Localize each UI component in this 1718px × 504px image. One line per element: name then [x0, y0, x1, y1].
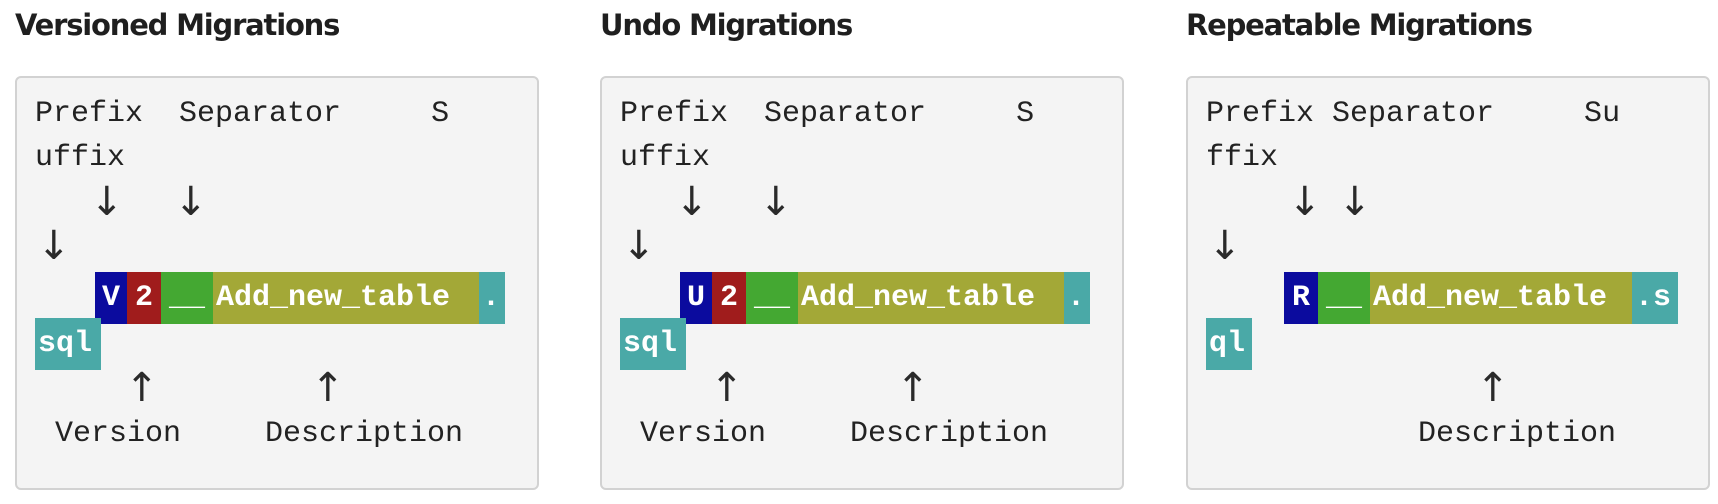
- diagram-card: Prefix Separator S uffix ↓ ↓ ↓ U 2 __ Ad…: [600, 76, 1124, 490]
- version-segment: 2: [712, 272, 746, 324]
- suffix-segment: .: [1064, 272, 1090, 324]
- panel-title: Versioned Migrations: [15, 8, 340, 42]
- prefix-segment: R: [1284, 272, 1318, 324]
- version-label: Version: [55, 417, 182, 451]
- suffix-segment: .s: [1632, 272, 1678, 324]
- panel-title: Undo Migrations: [600, 8, 853, 42]
- suffix-segment-wrap: ql: [1206, 318, 1252, 370]
- separator-segment: __: [1318, 272, 1370, 324]
- down-arrow-icon: ↓: [759, 179, 793, 225]
- version-label: Version: [640, 417, 767, 451]
- down-arrow-icon: ↓: [37, 223, 71, 269]
- down-arrow-icon: ↓: [1208, 223, 1242, 269]
- suffix-segment-wrap: sql: [35, 318, 101, 370]
- down-arrow-icon: ↓: [1338, 179, 1372, 225]
- description-label: Description: [850, 417, 1049, 451]
- suffix-segment-wrap: sql: [620, 318, 686, 370]
- down-arrow-icon: ↓: [90, 179, 124, 225]
- suffix-segment: .: [479, 272, 505, 324]
- up-arrow-icon: ↑: [125, 365, 159, 411]
- diagram-card: Prefix Separator Su ffix ↓ ↓ ↓ R __ Add_…: [1186, 76, 1710, 490]
- separator-segment: __: [746, 272, 798, 324]
- filename-parts-label: Prefix Separator S: [35, 97, 450, 131]
- prefix-segment: U: [680, 272, 712, 324]
- filename-parts-label: Prefix Separator S: [620, 97, 1035, 131]
- filename-parts-label-wrap: uffix: [620, 141, 711, 175]
- description-segment: Add_new_table: [798, 272, 1064, 324]
- version-segment: 2: [127, 272, 161, 324]
- down-arrow-icon: ↓: [1288, 179, 1322, 225]
- separator-segment: __: [161, 272, 213, 324]
- down-arrow-icon: ↓: [622, 223, 656, 269]
- filename-parts-label-wrap: uffix: [35, 141, 126, 175]
- diagram-card: Prefix Separator S uffix ↓ ↓ ↓ V 2 __ Ad…: [15, 76, 539, 490]
- prefix-segment: V: [95, 272, 127, 324]
- up-arrow-icon: ↑: [896, 365, 930, 411]
- down-arrow-icon: ↓: [174, 179, 208, 225]
- up-arrow-icon: ↑: [710, 365, 744, 411]
- filename-parts-label-wrap: ffix: [1206, 141, 1279, 175]
- down-arrow-icon: ↓: [675, 179, 709, 225]
- up-arrow-icon: ↑: [1476, 365, 1510, 411]
- description-label: Description: [265, 417, 464, 451]
- description-segment: Add_new_table: [213, 272, 479, 324]
- description-segment: Add_new_table: [1370, 272, 1632, 324]
- up-arrow-icon: ↑: [311, 365, 345, 411]
- panel-title: Repeatable Migrations: [1186, 8, 1533, 42]
- filename-parts-label: Prefix Separator Su: [1206, 97, 1621, 131]
- description-label: Description: [1418, 417, 1617, 451]
